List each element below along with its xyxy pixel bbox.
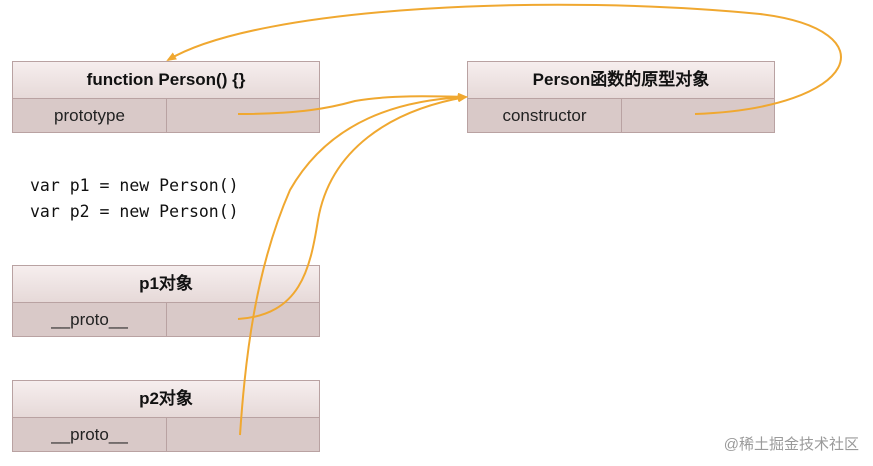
p2-proto-value-cell bbox=[167, 418, 319, 451]
p2-object-title: p2对象 bbox=[13, 381, 319, 418]
p2-object-box: p2对象 __proto__ bbox=[12, 380, 320, 452]
code-line-1: var p1 = new Person() bbox=[30, 176, 239, 195]
function-person-title: function Person() {} bbox=[13, 62, 319, 99]
constructor-label: constructor bbox=[468, 99, 622, 132]
function-person-box: function Person() {} prototype bbox=[12, 61, 320, 133]
p1-proto-label: __proto__ bbox=[13, 303, 167, 336]
p1-object-row: __proto__ bbox=[13, 303, 319, 336]
prototype-label: prototype bbox=[13, 99, 167, 132]
prototype-value-cell bbox=[167, 99, 319, 132]
person-prototype-row: constructor bbox=[468, 99, 774, 132]
p1-object-title: p1对象 bbox=[13, 266, 319, 303]
watermark: @稀土掘金技术社区 bbox=[723, 436, 859, 453]
person-prototype-title: Person函数的原型对象 bbox=[468, 62, 774, 99]
p2-proto-label: __proto__ bbox=[13, 418, 167, 451]
constructor-value-cell bbox=[622, 99, 774, 132]
p1-object-box: p1对象 __proto__ bbox=[12, 265, 320, 337]
p1-proto-value-cell bbox=[167, 303, 319, 336]
function-person-row: prototype bbox=[13, 99, 319, 132]
p2-object-row: __proto__ bbox=[13, 418, 319, 451]
code-line-2: var p2 = new Person() bbox=[30, 202, 239, 221]
person-prototype-box: Person函数的原型对象 constructor bbox=[467, 61, 775, 133]
